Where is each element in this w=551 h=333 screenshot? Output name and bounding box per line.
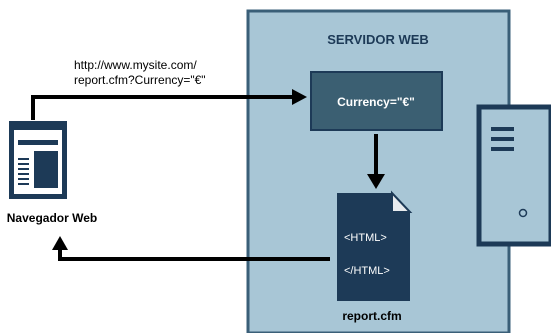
html-close-tag: </HTML>	[344, 265, 390, 277]
browser-window-icon	[9, 121, 67, 199]
url-line-1: http://www.mysite.com/	[74, 58, 197, 72]
url-line-2: report.cfm?Currency="€"	[74, 73, 206, 87]
currency-param-box	[310, 71, 443, 131]
document-label: report.cfm	[342, 309, 401, 323]
server-title: SERVIDOR WEB	[327, 32, 429, 47]
response-arrow	[52, 236, 330, 261]
browser-label: Navegador Web	[7, 211, 97, 225]
process-arrow	[367, 134, 385, 189]
request-arrow	[31, 89, 307, 120]
server-tower-icon	[476, 104, 551, 247]
html-open-tag: <HTML>	[344, 232, 387, 244]
currency-param-label: Currency="€"	[337, 95, 415, 109]
html-document-icon	[337, 190, 413, 301]
